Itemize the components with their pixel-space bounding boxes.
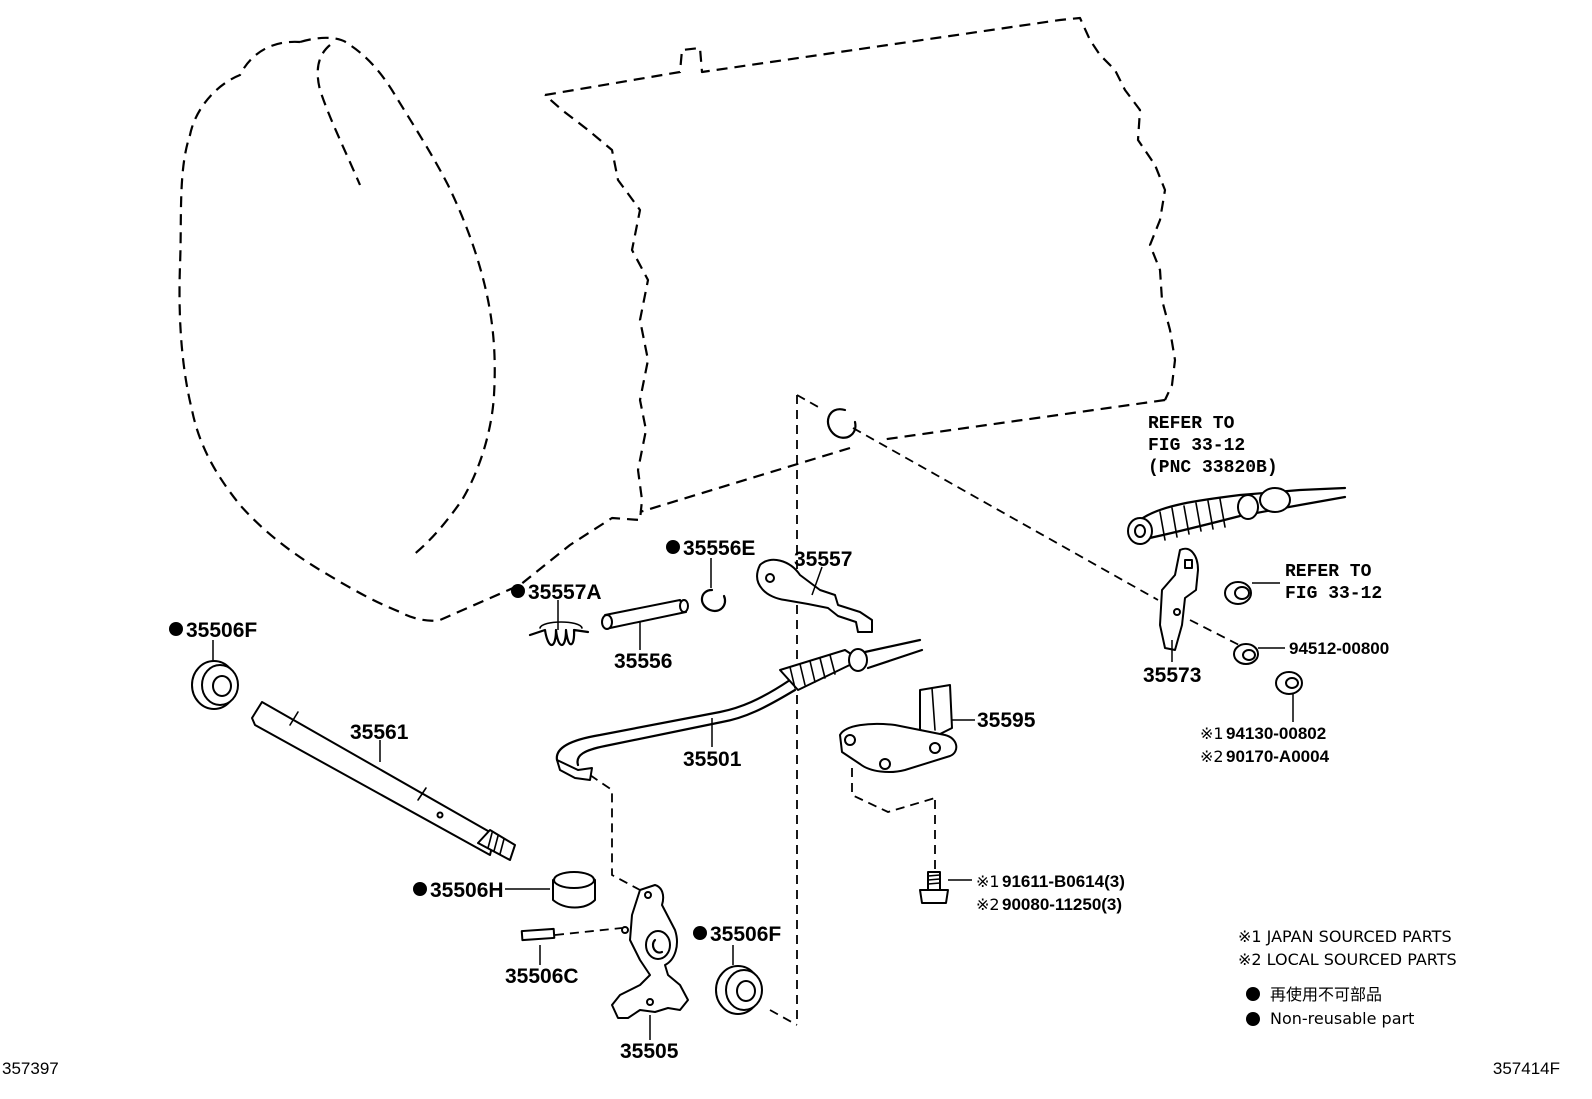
mark-1: ※1 (976, 872, 1000, 891)
rod-35501 (555, 638, 924, 781)
label-94130: 94130-00802 (1226, 724, 1326, 743)
legend-local-sourced: ※2 LOCAL SOURCED PARTS (1238, 950, 1457, 969)
label-35506F-bottom: 35506F (710, 923, 781, 946)
nonreuse-dot (169, 622, 183, 636)
label-94512: 94512-00800 (1289, 639, 1389, 658)
label-35506F-top: 35506F (186, 619, 257, 642)
nut-94130 (1275, 671, 1303, 695)
assembly-line (554, 927, 623, 936)
label-35506H: 35506H (430, 879, 504, 902)
bracket-35595 (839, 684, 958, 773)
assembly-line (1189, 619, 1246, 649)
assembly-line (851, 768, 936, 813)
mark-2: ※2 (976, 895, 1000, 914)
pin-35506C (520, 927, 556, 942)
label-35505: 35505 (620, 1040, 679, 1063)
assembly-line (796, 394, 821, 409)
label-35561: 35561 (350, 721, 409, 744)
ref-cable-line2: FIG 33-12 (1148, 436, 1245, 456)
lever-35505 (611, 884, 689, 1019)
assembly-line (589, 774, 641, 891)
assembly-line (852, 427, 1159, 601)
label-35556E: 35556E (683, 537, 755, 560)
cable-bracket-35573 (1159, 547, 1199, 651)
shaft-35561 (251, 701, 516, 861)
bushing-35506H (552, 871, 596, 909)
nut-ref (1224, 581, 1252, 605)
legend-japan-sourced: ※1 JAPAN SOURCED PARTS (1238, 927, 1452, 946)
pin-35556 (601, 599, 689, 630)
spring-35557A (528, 621, 590, 647)
label-91611: 91611-B0614(3) (1002, 872, 1125, 891)
nonreuse-dot (693, 926, 707, 940)
e-ring-35556E (700, 588, 727, 613)
nut-94512 (1233, 643, 1259, 665)
leader-lines (212, 558, 1294, 1040)
label-35501: 35501 (683, 748, 742, 771)
label-35557: 35557 (794, 548, 852, 571)
ref-nut-line2: FIG 33-12 (1285, 584, 1382, 604)
oil-seal-35506F-top (191, 660, 239, 710)
label-35506C: 35506C (505, 965, 579, 988)
assembly-line (769, 1009, 798, 1026)
ref-nut-line1: REFER TO (1285, 562, 1372, 582)
shift-cable-end (1127, 486, 1347, 545)
clip-ring (826, 408, 857, 439)
legend-dot (1246, 1012, 1260, 1026)
ref-cable-line1: REFER TO (1148, 414, 1235, 434)
ref-cable-line3: (PNC 33820B) (1148, 458, 1278, 478)
nonreuse-dot (511, 584, 525, 598)
legend-nonreuse-jp: 再使用不可部品 (1270, 985, 1382, 1004)
label-35556: 35556 (614, 650, 672, 673)
nonreuse-dot (666, 540, 680, 554)
nonreuse-dot (413, 882, 427, 896)
mark-1: ※1 (1200, 724, 1224, 743)
label-90170: 90170-A0004 (1226, 747, 1330, 766)
mark-2: ※2 (1200, 747, 1224, 766)
figure-id-left: 357397 (2, 1059, 59, 1078)
legend-nonreuse: Non-reusable part (1270, 1009, 1414, 1028)
label-90080: 90080-11250(3) (1002, 895, 1122, 914)
lever-35557 (756, 558, 873, 633)
figure-id-right: 357414F (1493, 1059, 1560, 1078)
label-35557A: 35557A (528, 581, 602, 604)
oil-seal-35506F-bottom (715, 965, 763, 1015)
label-35573: 35573 (1143, 664, 1201, 687)
label-35595: 35595 (977, 709, 1036, 732)
bolt-91611 (919, 871, 949, 904)
legend-dot (1246, 987, 1260, 1001)
transmission-housing-outline (178, 16, 1177, 622)
